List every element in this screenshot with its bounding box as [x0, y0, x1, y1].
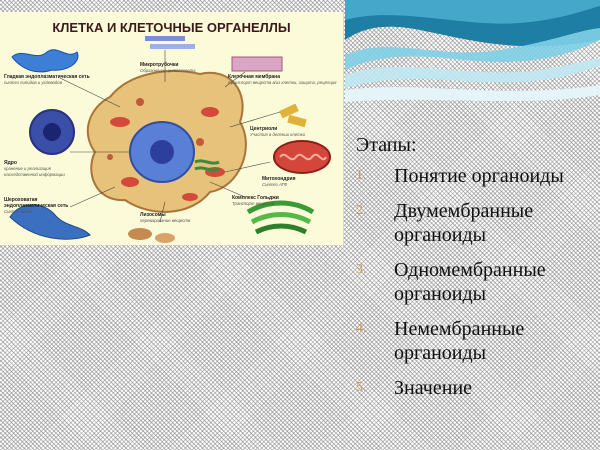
mitochondrion-illustration	[273, 140, 331, 174]
list-item-text: Значение	[394, 377, 473, 399]
poster-title: КЛЕТКА И КЛЕТОЧНЫЕ ОРГАНЕЛЛЫ	[52, 20, 291, 35]
list-item: 2. Двумембранные органоиды	[352, 199, 592, 247]
list-item: 4. Немембранные органоиды	[352, 317, 592, 365]
cell-illustration	[9, 36, 331, 243]
membrane-illustration	[231, 56, 283, 72]
smooth-er-illustration	[11, 49, 79, 73]
golgi-illustration	[246, 200, 315, 215]
list-item-number: 2.	[356, 203, 367, 218]
header-wave-decoration	[0, 0, 600, 102]
rough-er-illustration	[9, 204, 91, 240]
stages-content: Этапы: 1. Понятие органоиды 2. Двумембра…	[352, 134, 592, 411]
lysosome-illustration	[128, 228, 152, 240]
list-item-number: 3.	[356, 262, 367, 277]
cell-organelles-poster: КЛЕТКА И КЛЕТОЧНЫЕ ОРГАНЕЛЛЫ	[0, 12, 344, 245]
list-item-number: 5.	[356, 380, 367, 395]
list-item: 3. Одномембранные органоиды	[352, 258, 592, 306]
list-item: 5. Значение	[352, 376, 592, 400]
list-item-text: Понятие органоиды	[394, 165, 564, 187]
centrioles-illustration	[279, 103, 299, 119]
list-item: 1. Понятие органоиды	[352, 164, 592, 188]
stages-heading: Этапы:	[356, 134, 417, 156]
list-item-text: Двумембранные органоиды	[394, 200, 534, 246]
list-item-text: Одномембранные органоиды	[394, 259, 546, 305]
list-item-number: 4.	[356, 321, 367, 336]
list-item-number: 1.	[356, 168, 367, 183]
stages-list: 1. Понятие органоиды 2. Двумембранные ор…	[352, 164, 592, 400]
list-item-text: Немембранные органоиды	[394, 318, 525, 364]
